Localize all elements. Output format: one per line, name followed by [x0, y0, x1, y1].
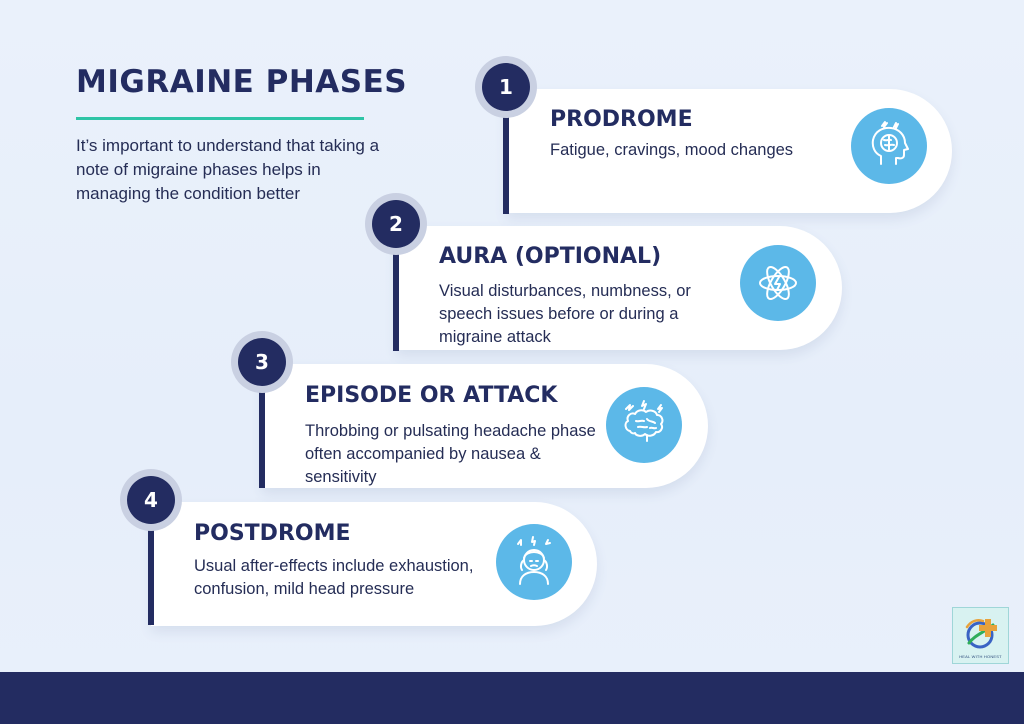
phase-1-number: 1 — [482, 63, 530, 111]
phase-3-stem — [259, 376, 265, 488]
phase-1-stem — [503, 100, 509, 214]
phase-1-number-badge: 1 — [475, 56, 537, 118]
phase-4-number-badge: 4 — [120, 469, 182, 531]
person-headache-icon — [496, 524, 572, 600]
phase-2-title: AURA (OPTIONAL) — [439, 244, 662, 269]
logo-emblem-icon — [965, 618, 997, 648]
phase-4-description: Usual after-effects include exhaustion, … — [194, 557, 474, 598]
phase-2-stem — [393, 238, 399, 351]
brand-logo: HEAL WITH HONEST — [952, 607, 1009, 664]
phase-4-number: 4 — [127, 476, 175, 524]
phase-4-title: POSTDROME — [194, 521, 351, 546]
footer-bar — [0, 672, 1024, 724]
phase-1-title: PRODROME — [550, 107, 693, 132]
page-title: MIGRAINE PHASES — [76, 64, 408, 100]
atom-icon — [740, 245, 816, 321]
head-brain-icon — [851, 108, 927, 184]
phase-3-number-badge: 3 — [231, 331, 293, 393]
phase-4-stem — [148, 514, 154, 625]
phase-1-description: Fatigue, cravings, mood changes — [550, 141, 794, 159]
brain-lightning-icon — [606, 387, 682, 463]
logo-text: HEAL WITH HONEST — [959, 653, 1002, 659]
phase-2-number: 2 — [372, 200, 420, 248]
phase-3-title: EPISODE OR ATTACK — [305, 383, 558, 408]
phase-2-description: Visual disturbances, numbness, or speech… — [439, 282, 691, 346]
phase-2-number-badge: 2 — [365, 193, 427, 255]
title-underline — [76, 117, 364, 120]
phase-3-number: 3 — [238, 338, 286, 386]
intro-text: It’s important to understand that taking… — [76, 136, 380, 203]
phase-3-description: Throbbing or pulsating headache phase of… — [305, 422, 596, 486]
